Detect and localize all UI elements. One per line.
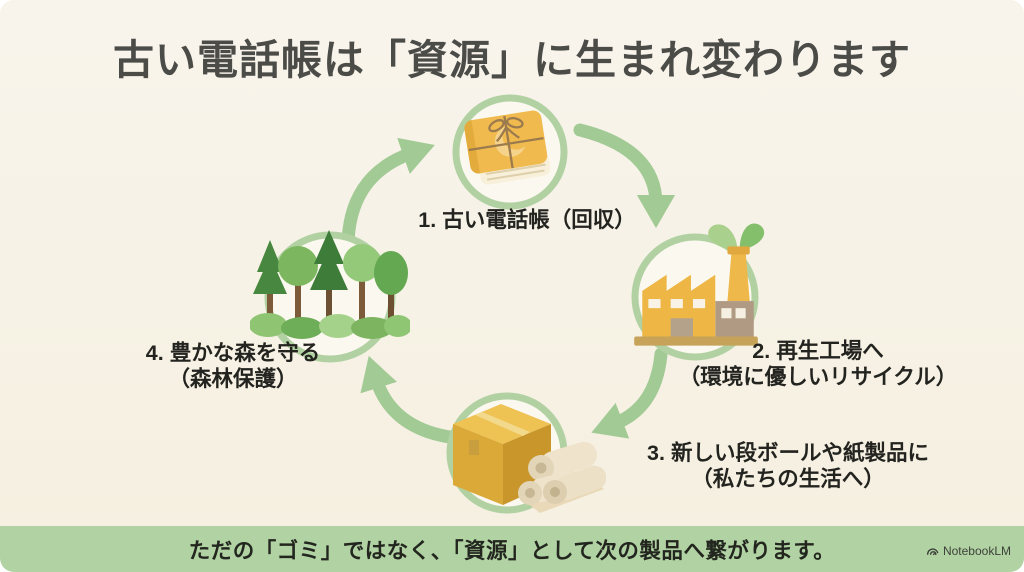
watermark-text: NotebookLM xyxy=(942,544,1011,558)
arrow-factory-to-box xyxy=(591,347,668,439)
page-title: 古い電話帳は「資源」に生まれ変わります xyxy=(113,37,911,83)
arrow-book-to-factory xyxy=(573,123,676,229)
cardboard-box-icon xyxy=(453,404,606,513)
step-label-1: 1. 古い電話帳（回収） xyxy=(377,207,677,233)
footer-banner: ただの「ゴミ」ではなく、「資源」として次の製品へ繋がります。 xyxy=(0,526,1024,572)
factory-leaf-left xyxy=(708,224,738,251)
step-3-text-line2: （私たちの生活へ） xyxy=(691,467,885,492)
footer-message: ただの「ゴミ」ではなく、「資源」として次の製品へ繋がります。 xyxy=(188,538,836,563)
factory-icon xyxy=(634,223,765,346)
step-2-text-line2: （環境に優しいリサイクル） xyxy=(678,365,958,390)
paper-roll xyxy=(528,441,598,481)
step-1-text: 1. 古い電話帳（回収） xyxy=(418,208,636,232)
factory-leaf-right xyxy=(739,223,765,251)
step-label-3: 3. 新しい段ボールや紙製品に （私たちの生活へ） xyxy=(612,440,964,492)
step-label-4: 4. 豊かな森を守る （森林保護） xyxy=(90,340,376,392)
step-2-text-line1: 2. 再生工場へ xyxy=(752,339,884,363)
forest-icon xyxy=(250,230,410,339)
step-3-text-line1: 3. 新しい段ボールや紙製品に xyxy=(647,441,929,465)
step-4-text-line1: 4. 豊かな森を守る xyxy=(145,341,321,365)
notebooklm-watermark: NotebookLM xyxy=(926,544,1011,558)
step-4-text-line2: （森林保護） xyxy=(168,367,298,392)
phonebook-icon xyxy=(464,110,551,185)
paper-roll xyxy=(543,465,606,504)
arrow-box-to-forest xyxy=(360,355,463,445)
step-label-2: 2. 再生工場へ （環境に優しいリサイクル） xyxy=(662,338,974,390)
notebooklm-logo-icon xyxy=(926,547,939,555)
